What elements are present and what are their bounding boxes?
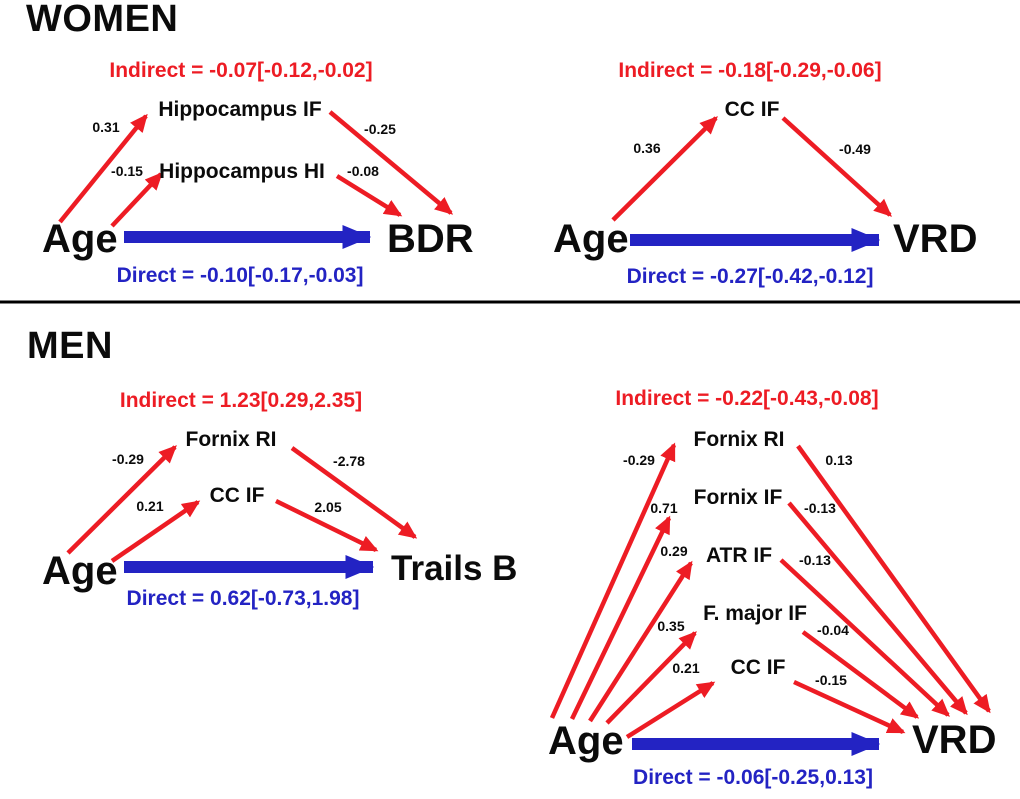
- mediator-label: CC IF: [209, 484, 265, 507]
- path-a-coefficient: 0.35: [657, 618, 685, 634]
- direct-effect-label: Direct = 0.62[-0.73,1.98]: [126, 587, 360, 610]
- path-b-coefficient: -0.25: [364, 121, 396, 137]
- path-b-coefficient: -0.04: [817, 622, 849, 638]
- arrow-hippocampus-if-to-bdr: [328, 110, 454, 215]
- indirect-effect-label: Indirect = -0.22[-0.43,-0.08]: [615, 387, 879, 410]
- mediator-label: Hippocampus HI: [159, 160, 325, 183]
- outcome-label: Trails B: [391, 549, 518, 588]
- section-title-men: MEN: [27, 325, 113, 367]
- path-a-coefficient: 0.21: [136, 498, 164, 514]
- mediator-label: Fornix RI: [693, 428, 785, 451]
- arrow-atr-if-to-vrd-men: [779, 558, 950, 717]
- mediator-label: ATR IF: [705, 544, 773, 567]
- arrow-fornix-ri-to-trailsb: [290, 446, 418, 539]
- path-a-coefficient: 0.31: [92, 119, 120, 135]
- path-b-coefficient: -0.08: [347, 163, 379, 179]
- path-a-coefficient: -0.29: [112, 451, 144, 467]
- path-a-coefficient: 0.29: [660, 543, 688, 559]
- mediator-label: F. major IF: [703, 602, 807, 625]
- section-title-women: WOMEN: [26, 0, 179, 40]
- arrow-age-to-hippocampus-if: [58, 113, 148, 224]
- path-b-coefficient: -0.49: [839, 141, 871, 157]
- path-b-coefficient: -0.13: [799, 552, 831, 568]
- path-b-coefficient: -0.13: [804, 500, 836, 516]
- arrow-fornix-ri-to-vrd-men: [796, 444, 991, 714]
- path-a-coefficient: 0.71: [650, 500, 678, 516]
- path-b-coefficient: 2.05: [314, 499, 342, 515]
- mediator-label: Fornix RI: [185, 428, 277, 451]
- predictor-label: Age: [553, 217, 629, 261]
- path-b-coefficient: -0.15: [815, 672, 847, 688]
- arrow-age-to-cc-if-men: [625, 681, 716, 739]
- outcome-label: VRD: [912, 718, 997, 762]
- arrow-age-to-fornix-if-men: [569, 515, 672, 720]
- outcome-label: VRD: [893, 217, 978, 261]
- mediator-label: CC IF: [724, 98, 780, 121]
- mediator-label: CC IF: [730, 656, 786, 679]
- arrow-cc-if-to-vrd-women: [781, 116, 893, 217]
- outcome-label: BDR: [387, 217, 474, 261]
- arrow-age-to-fornix-ri-trailsb: [66, 445, 177, 555]
- direct-effect-label: Direct = -0.06[-0.25,0.13]: [633, 766, 873, 789]
- arrow-cc-if-to-trailsb: [275, 498, 379, 553]
- indirect-effect-label: Indirect = 1.23[0.29,2.35]: [119, 389, 363, 412]
- arrow-fornix-if-to-vrd-men: [787, 501, 968, 716]
- arrow-age-to-cc-if-trailsb: [110, 500, 201, 563]
- arrow-age-to-fornix-ri-men: [549, 442, 677, 719]
- arrow-cc-if-to-vrd-men: [793, 679, 906, 735]
- direct-effect-label: Direct = -0.10[-0.17,-0.03]: [116, 264, 364, 287]
- arrow-hippocampus-hi-to-bdr: [335, 174, 403, 217]
- indirect-effect-label: Indirect = -0.07[-0.12,-0.02]: [109, 59, 373, 82]
- arrow-age-to-hippocampus-hi: [110, 172, 163, 228]
- path-a-coefficient: -0.15: [111, 163, 143, 179]
- arrow-age-to-f-major-if-men: [605, 631, 697, 725]
- path-b-coefficient: -2.78: [333, 453, 365, 469]
- mediator-label: Hippocampus IF: [158, 98, 322, 121]
- path-b-coefficient: 0.13: [825, 452, 853, 468]
- predictor-label: Age: [42, 549, 118, 593]
- arrow-age-to-atr-if-men: [588, 560, 693, 723]
- path-a-coefficient: 0.36: [633, 140, 661, 156]
- arrow-age-to-cc-if-women: [611, 116, 718, 222]
- predictor-label: Age: [42, 217, 118, 261]
- indirect-effect-label: Indirect = -0.18[-0.29,-0.06]: [618, 59, 882, 82]
- path-a-coefficient: 0.21: [672, 660, 700, 676]
- mediator-label: Fornix IF: [693, 486, 783, 509]
- arrow-f-major-if-to-vrd-men: [801, 630, 920, 719]
- path-a-coefficient: -0.29: [623, 452, 655, 468]
- predictor-label: Age: [548, 719, 624, 763]
- direct-effect-label: Direct = -0.27[-0.42,-0.12]: [626, 265, 874, 288]
